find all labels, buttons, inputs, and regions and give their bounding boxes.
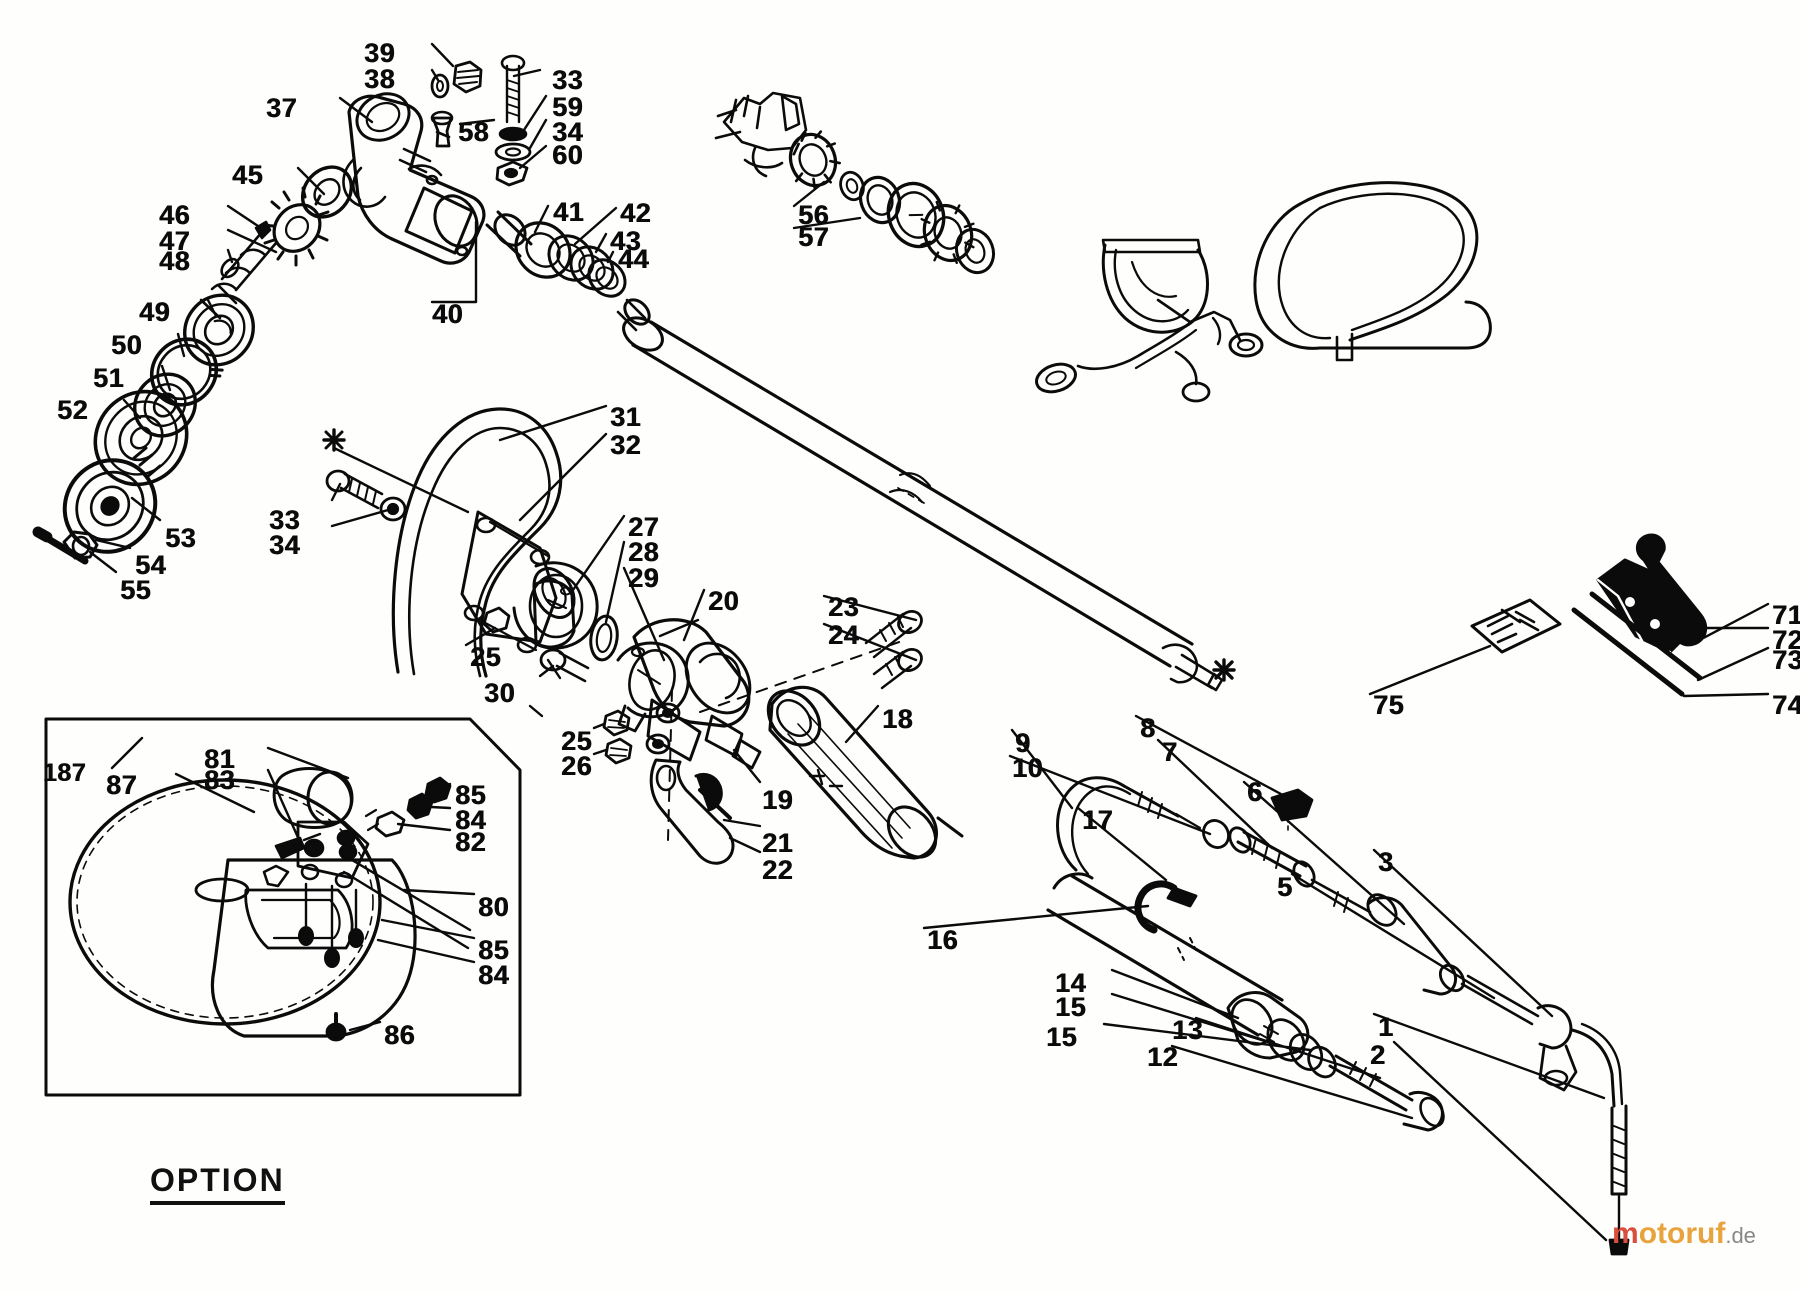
- shaft-bearing-stack: [485, 210, 627, 298]
- callout-45: 45: [231, 160, 263, 190]
- callout-25: 25: [470, 642, 502, 672]
- callout-84: 84: [478, 960, 510, 990]
- callout-41: 41: [553, 197, 585, 227]
- callout-42: 42: [620, 198, 652, 228]
- callout-21: 21: [762, 828, 794, 858]
- callout-60: 60: [552, 140, 584, 170]
- callout-57: 57: [798, 222, 830, 252]
- callout-31: 31: [610, 402, 642, 432]
- callout-85: 85: [455, 780, 487, 810]
- watermark: motoruf.de: [1612, 1217, 1756, 1251]
- callout-54: 54: [135, 550, 167, 580]
- callout-44: 44: [618, 244, 650, 274]
- callout-2: 2: [1370, 1040, 1386, 1070]
- callout-39: 39: [363, 38, 395, 68]
- callout-83: 83: [203, 765, 235, 795]
- callout-15: 15: [1054, 992, 1086, 1022]
- callout-16: 16: [927, 925, 959, 955]
- callout-23: 23: [828, 592, 860, 622]
- callout-34: 34: [268, 530, 300, 560]
- callout-73: 73: [1772, 645, 1800, 675]
- callout-71: 71: [1772, 600, 1800, 630]
- callout-43: 43: [610, 226, 642, 256]
- callout-14: 14: [1054, 968, 1086, 998]
- callout-1: 1: [1378, 1012, 1394, 1042]
- callout-18: 18: [882, 704, 914, 734]
- option-panel: [44, 717, 522, 1097]
- callout-50: 50: [110, 330, 142, 360]
- option-section-title: OPTION: [150, 1162, 285, 1205]
- callout-47: 47: [158, 226, 190, 256]
- callout-56: 56: [798, 200, 830, 230]
- callout-3: 3: [1378, 847, 1394, 877]
- callout-82: 82: [455, 827, 487, 857]
- callout-27: 27: [628, 512, 660, 542]
- callout-51: 51: [92, 363, 124, 393]
- callout-7: 7: [1162, 737, 1178, 767]
- callout-58: 58: [458, 117, 490, 147]
- throttle-cable: [1056, 776, 1630, 1256]
- callout-6: 6: [1247, 777, 1263, 807]
- callout-86: 86: [384, 1020, 416, 1050]
- fasteners-top: [430, 54, 532, 187]
- shoulder-harness: [1035, 181, 1492, 403]
- callout-81: 81: [203, 744, 235, 774]
- callout-5: 5: [1277, 872, 1293, 902]
- callout-48: 48: [158, 246, 190, 276]
- bevel-case-assembly: [714, 91, 996, 275]
- leader-lines: [88, 42, 1770, 1242]
- callout-29: 29: [628, 563, 660, 593]
- callout-46: 46: [158, 200, 190, 230]
- callout-12: 12: [1147, 1042, 1179, 1072]
- callout-10: 10: [1012, 753, 1044, 783]
- callout-85: 85: [478, 935, 510, 965]
- callout-22: 22: [762, 855, 794, 885]
- tool-kit: [1470, 533, 1708, 697]
- callout-9: 9: [1015, 728, 1031, 758]
- muffler-cylinder: [766, 685, 964, 860]
- callout-74: 74: [1772, 690, 1800, 720]
- callout-17: 17: [1082, 805, 1114, 835]
- clutch-and-housing: [532, 567, 923, 841]
- callout-53: 53: [165, 523, 197, 553]
- callout-49: 49: [138, 297, 170, 327]
- callout-8: 8: [1140, 713, 1156, 743]
- gearhead-assembly: [32, 92, 486, 565]
- callout-25: 25: [560, 726, 592, 756]
- callout-80: 80: [478, 892, 510, 922]
- callout-34: 34: [552, 117, 584, 147]
- callout-26: 26: [560, 751, 592, 781]
- callout-28: 28: [628, 537, 660, 567]
- lower-tube: [1046, 872, 1445, 1132]
- callout-40: 40: [432, 299, 464, 329]
- callout-55: 55: [120, 575, 152, 605]
- watermark-part-1: m: [1612, 1217, 1639, 1250]
- callout-32: 32: [610, 430, 642, 460]
- loop-handle: [322, 407, 599, 718]
- callout-87: 87: [105, 770, 137, 800]
- watermark-part-2: otoruf: [1638, 1217, 1726, 1250]
- callout-59: 59: [552, 92, 584, 122]
- callout-15: 15: [1045, 1022, 1077, 1052]
- callout-13: 13: [1172, 1015, 1204, 1045]
- callout-24: 24: [828, 620, 860, 650]
- callout-19: 19: [762, 785, 794, 815]
- callout-37: 37: [265, 93, 297, 123]
- watermark-part-3: .de: [1725, 1223, 1756, 1248]
- main-drive-shaft-tube: [616, 298, 1224, 692]
- callout-38: 38: [363, 64, 395, 94]
- callout-187: 187: [42, 759, 86, 787]
- callout-75: 75: [1373, 690, 1405, 720]
- callout-30: 30: [483, 678, 515, 708]
- callout-52: 52: [56, 395, 88, 425]
- callout-84: 84: [455, 805, 487, 835]
- callout-20: 20: [708, 586, 740, 616]
- assembly-mark: [1212, 658, 1236, 682]
- callout-33: 33: [268, 505, 300, 535]
- callout-72: 72: [1772, 625, 1800, 655]
- callout-33: 33: [552, 65, 584, 95]
